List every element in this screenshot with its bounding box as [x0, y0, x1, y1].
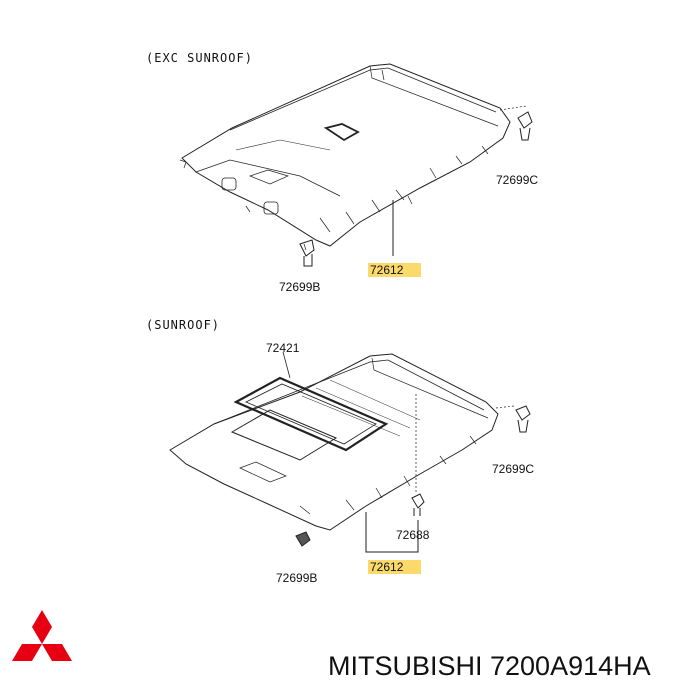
sunroof-glass-frame	[233, 351, 389, 452]
label-72688: 72688	[396, 528, 430, 542]
clip-72699C-bottom	[495, 405, 531, 433]
mitsubishi-logo-icon	[12, 610, 72, 661]
part-72688	[411, 493, 425, 516]
leader-72612-bottom	[365, 512, 419, 553]
label-72612-bottom: 72612	[368, 560, 422, 574]
section-title-exc-sunroof: (EXC SUNROOF)	[146, 51, 253, 65]
label-72699B-bottom: 72699B	[276, 571, 318, 585]
label-72699B-top: 72699B	[279, 280, 321, 294]
headlining-sunroof	[169, 353, 499, 531]
clip-72699C-top	[499, 105, 533, 141]
brand-part-number: MITSUBISHI 7200A914HA	[328, 651, 651, 681]
label-72612-top: 72612	[368, 263, 422, 277]
label-72421: 72421	[266, 341, 300, 355]
label-72699C-bottom: 72699C	[492, 462, 535, 476]
section-title-sunroof: (SUNROOF)	[146, 318, 221, 332]
clip-72699B-top	[299, 239, 315, 267]
headlining-exc-sunroof	[179, 63, 511, 251]
clip-72699B-bottom	[295, 531, 311, 547]
label-72699C-top: 72699C	[496, 173, 539, 187]
